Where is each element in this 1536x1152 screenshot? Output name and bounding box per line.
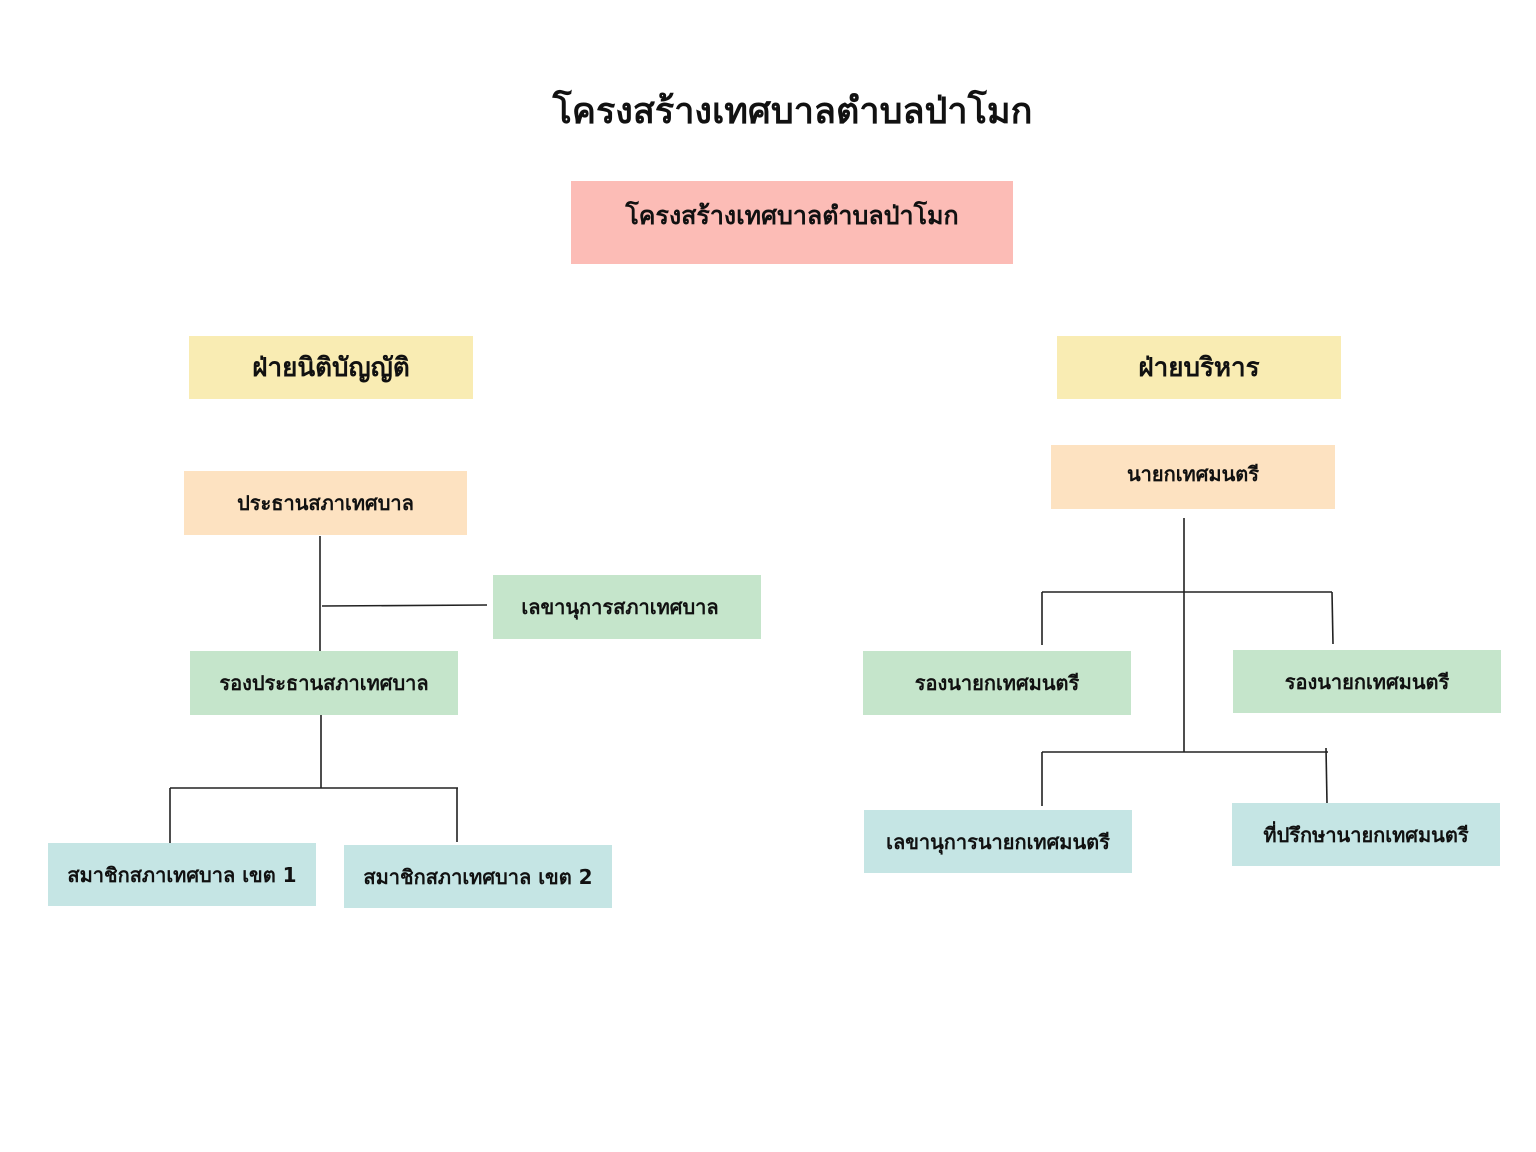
deputy-mayor-label-2: รองนายกเทศมนตรี (1284, 669, 1450, 694)
council-member-box-1: สมาชิกสภาเทศบาล เขต 1 (48, 843, 316, 906)
connector-deputy-2 (1331, 591, 1334, 645)
executive-heading: ฝ่ายบริหาร (1138, 353, 1260, 383)
council-president-label: ประธานสภาเทศบาล (237, 491, 414, 515)
deputy-mayor-label-1: รองนายกเทศมนตรี (914, 671, 1080, 695)
legislative-heading: ฝ่ายนิติบัญญัติ (252, 353, 410, 383)
connector-advisor (1325, 747, 1328, 804)
mayor-advisor-box: ที่ปรึกษานายกเทศมนตรี (1232, 803, 1500, 866)
council-vice-president-label: รองประธานสภาเทศบาล (219, 671, 429, 695)
root-label: โครงสร้างเทศบาลตำบลป่าโมก (625, 200, 959, 230)
council-member-label-1: สมาชิกสภาเทศบาล เขต 1 (67, 862, 297, 887)
legislative-heading-box: ฝ่ายนิติบัญญัติ (189, 336, 473, 399)
council-secretary-label: เลขานุการสภาเทศบาล (521, 595, 719, 619)
mayor-box: นายกเทศมนตรี (1051, 445, 1335, 509)
council-member-box-2: สมาชิกสภาเทศบาล เขต 2 (344, 845, 612, 908)
connector-secretary-branch (321, 604, 488, 607)
executive-heading-box: ฝ่ายบริหาร (1057, 336, 1341, 399)
council-vice-president-box: รองประธานสภาเทศบาล (190, 651, 458, 715)
deputy-mayor-box-2: รองนายกเทศมนตรี (1233, 650, 1501, 713)
mayor-secretary-box: เลขานุการนายกเทศมนตรี (864, 810, 1132, 873)
deputy-mayor-box-1: รองนายกเทศมนตรี (863, 651, 1131, 715)
page-title: โครงสร้างเทศบาลตำบลป่าโมก (552, 91, 1033, 132)
council-secretary-box: เลขานุการสภาเทศบาล (493, 575, 761, 639)
mayor-advisor-label: ที่ปรึกษานายกเทศมนตรี (1263, 822, 1469, 847)
root-box: โครงสร้างเทศบาลตำบลป่าโมก (571, 181, 1013, 264)
mayor-label: นายกเทศมนตรี (1126, 462, 1260, 486)
mayor-secretary-label: เลขานุการนายกเทศมนตรี (886, 829, 1110, 854)
council-president-box: ประธานสภาเทศบาล (184, 471, 467, 535)
council-member-label-2: สมาชิกสภาเทศบาล เขต 2 (363, 864, 593, 889)
